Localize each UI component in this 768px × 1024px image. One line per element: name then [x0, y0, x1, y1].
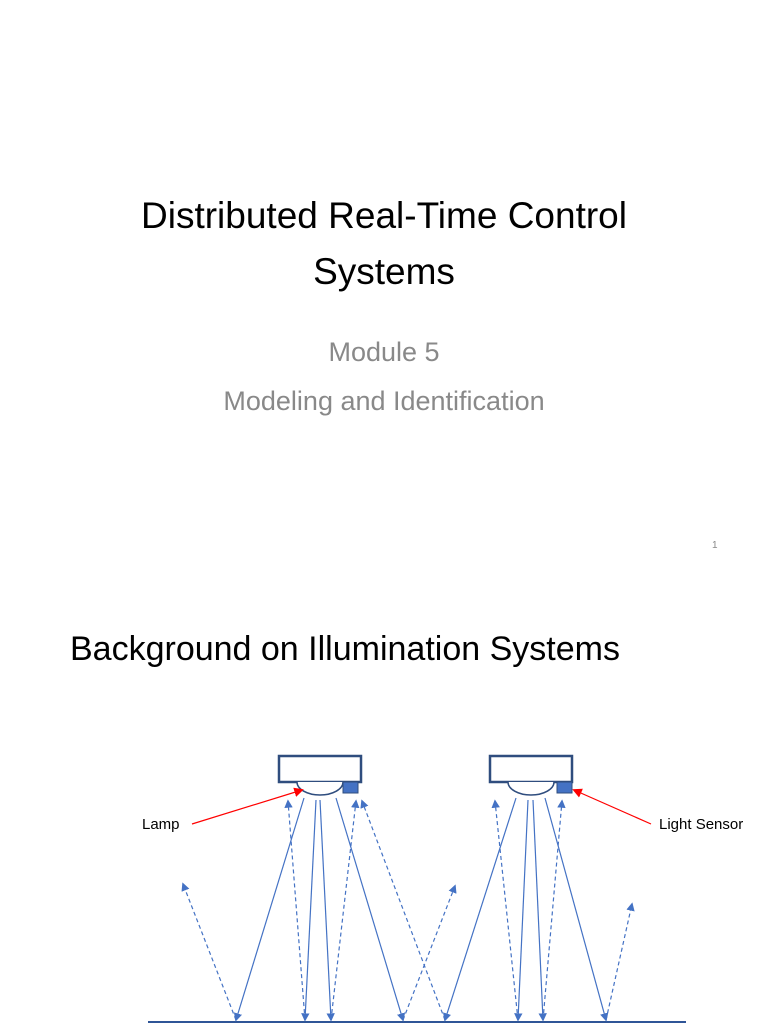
reflected-rays — [181, 799, 635, 1021]
lamp-bulb-left — [296, 781, 344, 796]
slide-title-line-2: Systems — [313, 251, 455, 292]
slide-1: Distributed Real-Time Control Systems Mo… — [141, 195, 718, 551]
page-number: 1 — [712, 540, 718, 551]
lamp-fixture-right — [488, 754, 574, 796]
illumination-diagram: Lamp Light Sensor — [142, 754, 743, 1023]
lamp-bulb-right — [507, 781, 555, 796]
direct-rays-right — [443, 797, 609, 1022]
module-label: Module 5 — [328, 337, 440, 367]
lamp-pointer-arrow — [191, 787, 304, 825]
slide-2: Background on Illumination Systems — [0, 576, 768, 1024]
lamp-label: Lamp — [142, 816, 180, 833]
direct-rays-left — [233, 797, 406, 1022]
fixture-housing-left — [277, 754, 363, 784]
slide-subtitle: Modeling and Identification — [223, 386, 545, 416]
slide-2-title: Background on Illumination Systems — [70, 630, 620, 668]
fixture-housing-right — [488, 754, 574, 784]
light-sensor-label: Light Sensor — [659, 816, 743, 833]
light-sensor-left — [342, 781, 359, 794]
slide-title-line-1: Distributed Real-Time Control — [141, 195, 627, 236]
lamp-fixture-left — [277, 754, 363, 796]
light-sensor-right — [556, 781, 573, 794]
sensor-pointer-arrow — [572, 788, 652, 825]
